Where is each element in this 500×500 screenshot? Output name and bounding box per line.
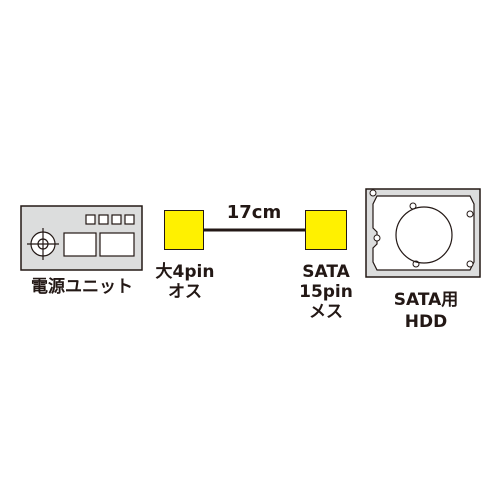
hdd-label-line2: HDD	[404, 312, 448, 332]
right-connector-label: SATA 15pin メス	[290, 262, 362, 322]
left-connector-gender: オス	[168, 282, 202, 302]
right-connector-type: SATA	[302, 262, 350, 282]
left-connector-type: 大4pin	[155, 262, 215, 282]
hdd-label: SATA用 HDD	[376, 289, 476, 333]
cable-length-label: 17cm	[226, 202, 282, 223]
left-connector-plug	[164, 210, 204, 250]
right-connector-gender: メス	[309, 302, 343, 322]
hdd-label-line1: SATA用	[393, 290, 459, 310]
right-connector-pins: 15pin	[299, 282, 353, 302]
left-connector-label: 大4pin オス	[150, 262, 220, 302]
right-connector-plug	[305, 210, 347, 250]
power-supply-label: 電源ユニット	[31, 277, 133, 297]
